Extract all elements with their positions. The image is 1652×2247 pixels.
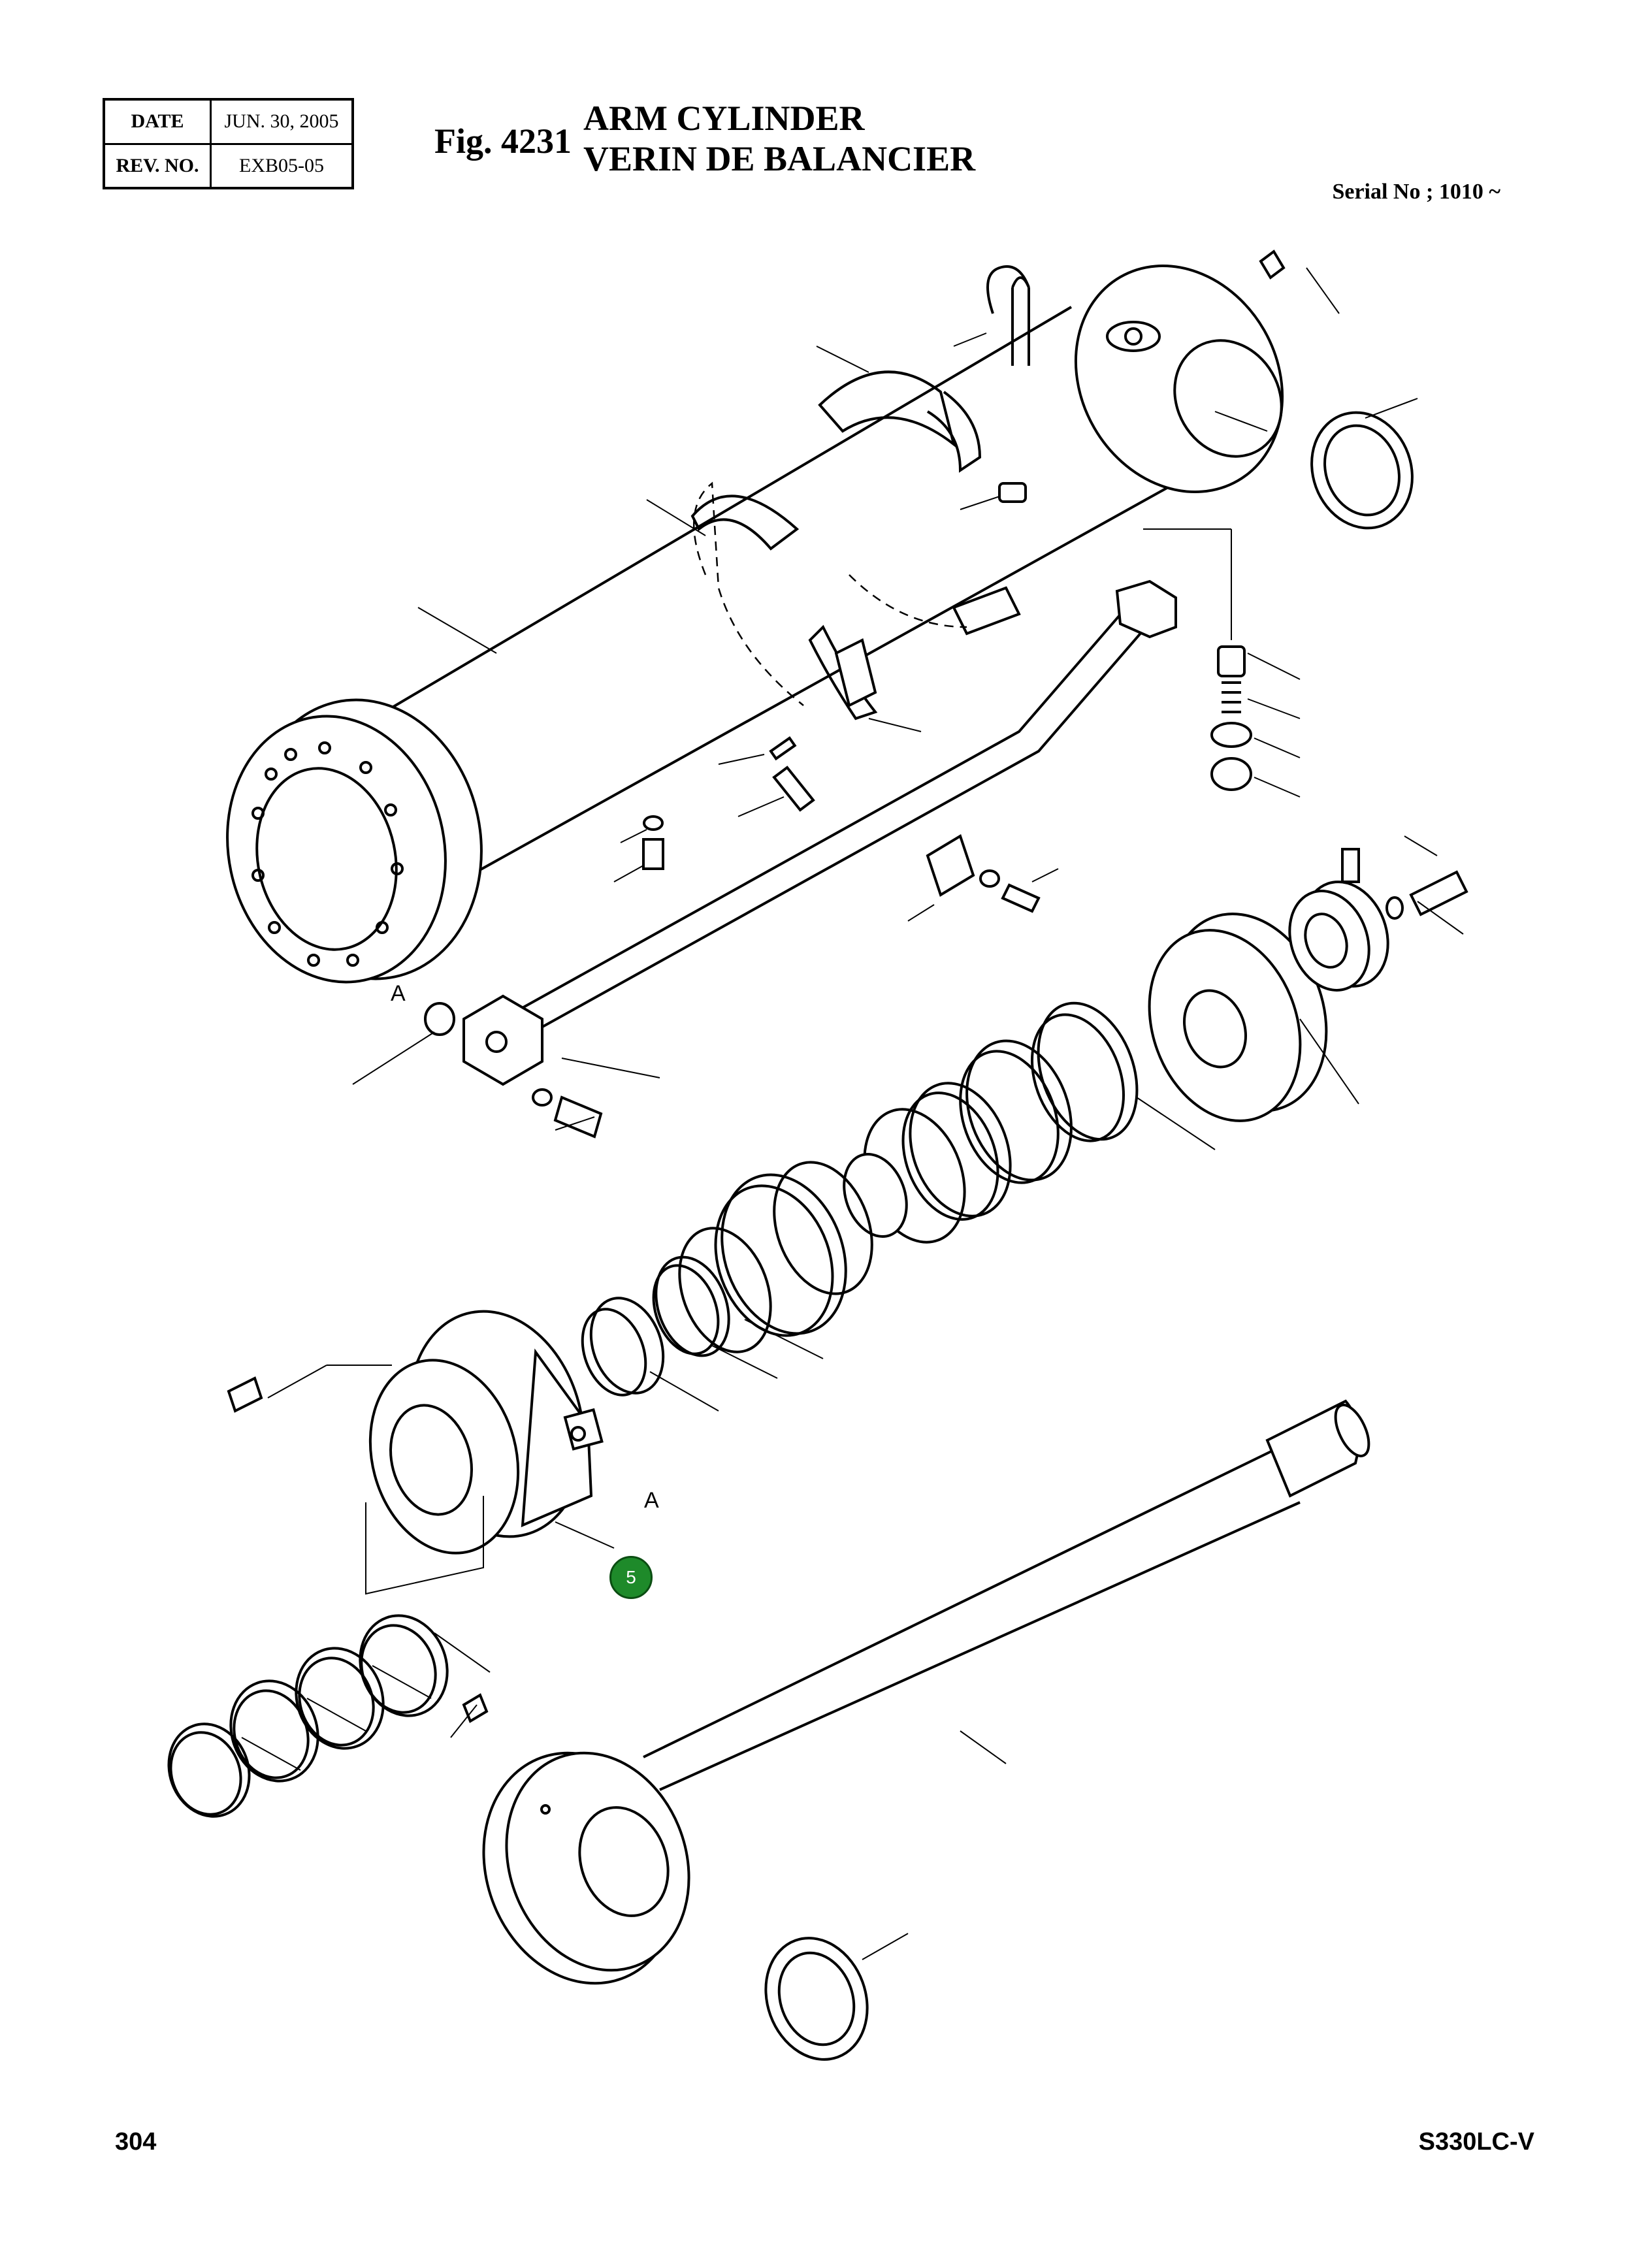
title-french: VERIN DE BALANCIER [583, 139, 976, 178]
page-number: 304 [115, 2128, 157, 2156]
piston-assembly [1148, 881, 1389, 1122]
rev-label: REV. NO. [103, 142, 212, 189]
bushings [764, 411, 1414, 2061]
cylinder-tube [226, 265, 1284, 984]
model-name: S330LC-V [1418, 2128, 1534, 2156]
rev-value: EXB05-05 [210, 142, 354, 189]
o-ring-a [424, 1002, 455, 1036]
revision-table: DATE JUN. 30, 2005 REV. NO. EXB05-05 [103, 98, 354, 189]
leader-lines [241, 267, 1464, 1960]
rod-cover [368, 1310, 604, 1555]
piston-rod [482, 1399, 1370, 1985]
reference-marker-a: A [644, 1488, 659, 1513]
pipe-clamps [690, 265, 1030, 720]
rod-seals [167, 1496, 484, 1818]
check-valve-parts [1143, 528, 1252, 791]
figure-number: Fig. 4231 [434, 121, 572, 161]
reference-marker-a: A [391, 981, 406, 1006]
seal-rings [581, 1001, 1139, 1397]
bolts-washers [227, 250, 1468, 1723]
hydraulic-pipe [462, 579, 1177, 1086]
date-label: DATE [103, 98, 212, 145]
part-callout-badge[interactable]: 5 [609, 1556, 653, 1599]
serial-number: Serial No ; 1010 ~ [1332, 180, 1500, 204]
date-value: JUN. 30, 2005 [210, 98, 354, 145]
title-english: ARM CYLINDER [583, 99, 865, 138]
